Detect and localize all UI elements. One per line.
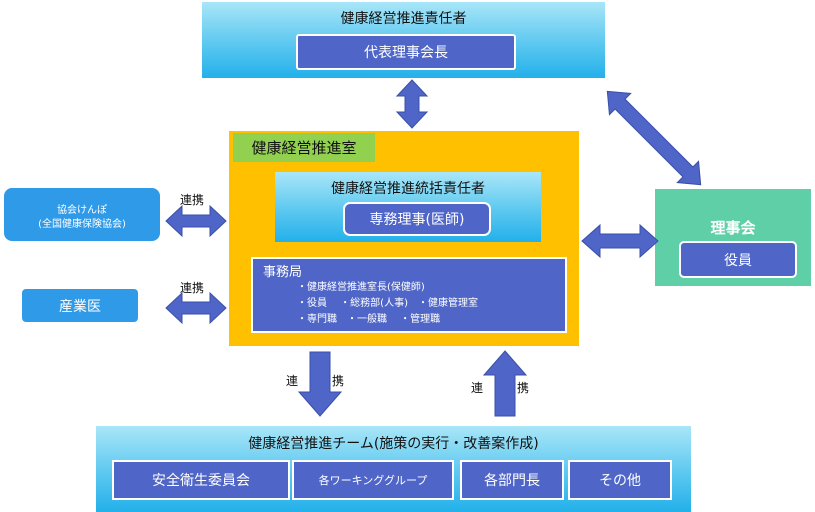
down-link-b: 携 [332, 374, 345, 388]
team-item-bumoncho: 各部門長 [460, 460, 564, 500]
up-arrow [482, 350, 528, 417]
team-item-other: その他 [568, 460, 672, 500]
team-item-working: 各ワーキンググループ [292, 460, 454, 500]
board-panel: 理事会 役員 [655, 189, 811, 286]
supervisor-title: 健康経営推進統括責任者 [331, 181, 485, 197]
top-panel: 健康経営推進責任者 代表理事会長 [202, 2, 605, 78]
link-label-sangyoi: 連携 [180, 281, 205, 295]
secretariat-line-1: ・健康経営推進室長(保健師) [297, 282, 425, 293]
office-title: 健康経営推進室 [233, 133, 375, 162]
office-panel: 健康経営推進室 健康経営推進統括責任者 専務理事(医師) 事務局 ・健康経営推進… [229, 131, 579, 346]
office-title-label: 健康経営推進室 [251, 139, 357, 157]
kyokai-kenpo-box: 協会けんぽ (全国健康保険協会) [4, 188, 160, 241]
top-box: 代表理事会長 [296, 34, 516, 70]
secretariat-title: 事務局 [263, 265, 303, 280]
team-item-label: 各ワーキンググループ [318, 474, 428, 487]
double-arrow-top [395, 79, 429, 129]
team-item-anzen: 安全衛生委員会 [112, 460, 290, 500]
board-title: 理事会 [710, 219, 756, 237]
board-box: 役員 [679, 241, 797, 278]
top-box-label: 代表理事会長 [364, 45, 448, 61]
link-label-kyokai: 連携 [180, 193, 205, 207]
sangyoi-box: 産業医 [22, 289, 138, 322]
supervisor-box: 専務理事(医師) [343, 202, 491, 236]
supervisor-panel: 健康経営推進統括責任者 専務理事(医師) [275, 172, 541, 242]
team-panel: 健康経営推進チーム(施策の実行・改善案作成) 安全衛生委員会 各ワーキンググルー… [96, 426, 691, 512]
secretariat-line-2: ・役員 ・総務部(人事) ・健康管理室 [297, 298, 478, 309]
team-item-label: 安全衛生委員会 [152, 473, 250, 489]
board-box-label: 役員 [724, 252, 752, 269]
top-title: 健康経営推進責任者 [340, 11, 467, 27]
sangyoi-label: 産業医 [59, 298, 101, 315]
team-item-label: 各部門長 [484, 473, 540, 489]
double-arrow-sangyoi [165, 291, 227, 325]
up-link-a: 連 [471, 381, 484, 395]
double-arrow-board [581, 223, 659, 259]
down-arrow [297, 351, 343, 417]
double-arrow-diagonal [606, 90, 702, 186]
team-title: 健康経営推進チーム(施策の実行・改善案作成) [248, 436, 539, 452]
secretariat-line-3: ・専門職 ・一般職 ・管理職 [297, 314, 441, 325]
supervisor-box-label: 専務理事(医師) [369, 212, 465, 228]
up-link-b: 携 [517, 381, 530, 395]
team-item-label: その他 [599, 473, 641, 489]
kyokai-kenpo-line2: (全国健康保険協会) [38, 219, 126, 230]
secretariat-box: 事務局 ・健康経営推進室長(保健師) ・役員 ・総務部(人事) ・健康管理室 ・… [251, 257, 567, 333]
kyokai-kenpo-line1: 協会けんぽ [57, 205, 107, 216]
double-arrow-kyokai [165, 204, 227, 238]
down-link-a: 連 [286, 374, 299, 388]
